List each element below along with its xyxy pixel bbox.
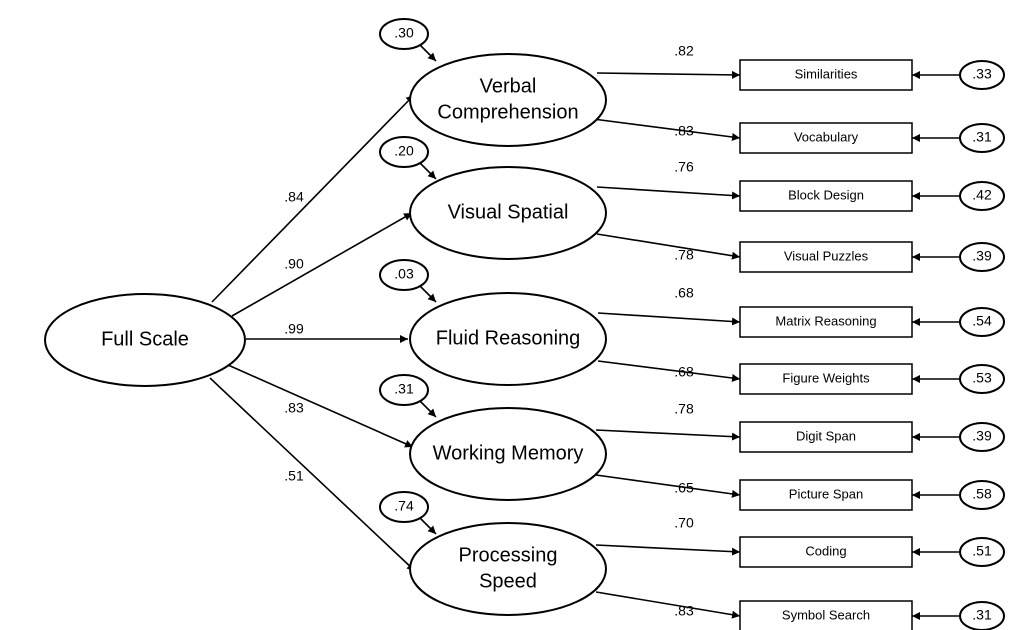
subtest-residual-node-wm-1 — [959, 480, 1005, 510]
subtest-loading-wm-1: .65 — [674, 480, 694, 496]
residual-label-fr: .03 — [394, 266, 414, 282]
subtest-residual-label-fr-1: .53 — [972, 370, 992, 386]
path-vs-to-subtest-0 — [596, 186, 741, 200]
subtest-residual-label-ps-1: .31 — [972, 607, 992, 623]
full-scale-label: Full Scale — [101, 328, 189, 350]
residual-node-ps — [379, 491, 429, 523]
subtest-loading-ps-0: .70 — [674, 515, 694, 531]
residual-arrow-vc — [419, 44, 437, 62]
subtest-label-wm-1: Picture Span — [789, 486, 863, 501]
path-root-to-vc — [211, 94, 415, 303]
path-ps-to-subtest-0 — [595, 544, 741, 556]
subtest-label-vc-1: Vocabulary — [794, 129, 859, 144]
subtest-label-ps-1: Symbol Search — [782, 607, 870, 622]
loading-label-ps: .51 — [284, 468, 304, 484]
subtest-residual-node-ps-0 — [959, 537, 1005, 567]
residual-node-vs — [379, 136, 429, 168]
loading-label-fr: .99 — [284, 321, 304, 337]
factor-label-fr: Fluid Reasoning — [436, 327, 581, 349]
subtest-box-ps-1 — [739, 600, 913, 630]
path-ps-to-subtest-1 — [595, 591, 741, 619]
subtest-box-wm-1 — [739, 479, 913, 511]
residual-arrow-fr — [419, 285, 437, 303]
path-vc-to-subtest-0 — [596, 70, 741, 79]
subtest-residual-label-vc-1: .31 — [972, 129, 992, 145]
subtest-label-vs-0: Block Design — [788, 187, 864, 202]
subtest-residual-label-fr-0: .54 — [972, 313, 992, 329]
subtest-loading-vs-0: .76 — [674, 159, 694, 175]
path-vs-to-subtest-1 — [596, 233, 741, 260]
factor-label-vc-line2: Comprehension — [437, 101, 578, 123]
path-fr-to-subtest-1 — [597, 360, 741, 382]
residual-label-ps: .74 — [394, 498, 414, 514]
path-root-to-wm — [227, 364, 414, 448]
path-root-to-vs — [231, 212, 413, 317]
subtest-loading-vs-1: .78 — [674, 247, 694, 263]
factor-node-vs — [409, 166, 607, 260]
subtest-label-vs-1: Visual Puzzles — [784, 248, 869, 263]
subtest-box-vc-1 — [739, 122, 913, 154]
subtest-label-wm-0: Digit Span — [796, 428, 856, 443]
subtest-residual-node-vs-1 — [959, 242, 1005, 272]
subtest-loading-ps-1: .83 — [674, 603, 694, 619]
loading-label-vs: .90 — [284, 256, 304, 272]
path-wm-to-subtest-0 — [595, 429, 741, 441]
path-wm-to-subtest-1 — [595, 474, 741, 498]
subtest-residual-node-fr-1 — [959, 364, 1005, 394]
subtest-loading-vc-1: .83 — [674, 123, 694, 139]
subtest-box-fr-1 — [739, 363, 913, 395]
subtest-residual-node-vc-1 — [959, 123, 1005, 153]
subtest-box-ps-0 — [739, 536, 913, 568]
subtest-loading-fr-1: .68 — [674, 364, 694, 380]
subtest-label-fr-0: Matrix Reasoning — [775, 313, 876, 328]
factor-label-vs: Visual Spatial — [448, 201, 569, 223]
factor-label-vc-line1: Verbal — [480, 75, 537, 97]
subtest-residual-node-wm-0 — [959, 422, 1005, 452]
factor-node-ps — [409, 522, 607, 616]
residual-arrow-vs — [419, 162, 437, 180]
subtest-loading-vc-0: .82 — [674, 43, 694, 59]
path-root-to-ps — [209, 377, 416, 572]
subtest-residual-node-vc-0 — [959, 60, 1005, 90]
residual-node-vc — [379, 18, 429, 50]
subtest-residual-label-vs-1: .39 — [972, 248, 992, 264]
subtest-label-ps-0: Coding — [805, 543, 846, 558]
residual-label-vs: .20 — [394, 143, 414, 159]
subtest-box-fr-0 — [739, 306, 913, 338]
subtest-residual-label-wm-0: .39 — [972, 428, 992, 444]
residual-label-vc: .30 — [394, 25, 414, 41]
subtest-residual-label-wm-1: .58 — [972, 486, 992, 502]
subtest-box-wm-0 — [739, 421, 913, 453]
factor-node-fr — [409, 292, 607, 386]
residual-label-wm: .31 — [394, 381, 414, 397]
subtest-box-vc-0 — [739, 59, 913, 91]
loading-label-wm: .83 — [284, 400, 304, 416]
subtest-residual-node-fr-0 — [959, 307, 1005, 337]
subtest-residual-label-vs-0: .42 — [972, 187, 992, 203]
subtest-label-vc-0: Similarities — [795, 66, 858, 81]
loading-label-vc: .84 — [284, 189, 304, 205]
subtest-box-vs-0 — [739, 180, 913, 212]
factor-label-ps-line1: Processing — [459, 544, 558, 566]
residual-node-fr — [379, 259, 429, 291]
path-fr-to-subtest-0 — [597, 312, 741, 326]
residual-arrow-ps — [419, 517, 437, 535]
subtest-box-vs-1 — [739, 241, 913, 273]
path-vc-to-subtest-1 — [592, 118, 741, 141]
subtest-residual-node-ps-1 — [959, 601, 1005, 630]
subtest-residual-node-vs-0 — [959, 181, 1005, 211]
full-scale-node — [44, 293, 246, 387]
residual-arrow-wm — [419, 400, 437, 418]
factor-label-ps-line2: Speed — [479, 570, 537, 592]
factor-label-wm: Working Memory — [433, 442, 584, 464]
factor-node-wm — [409, 407, 607, 501]
subtest-residual-label-ps-0: .51 — [972, 543, 992, 559]
subtest-loading-fr-0: .68 — [674, 285, 694, 301]
residual-node-wm — [379, 374, 429, 406]
subtest-loading-wm-0: .78 — [674, 401, 694, 417]
factor-node-vc — [409, 53, 607, 147]
subtest-label-fr-1: Figure Weights — [782, 370, 870, 385]
subtest-residual-label-vc-0: .33 — [972, 66, 992, 82]
